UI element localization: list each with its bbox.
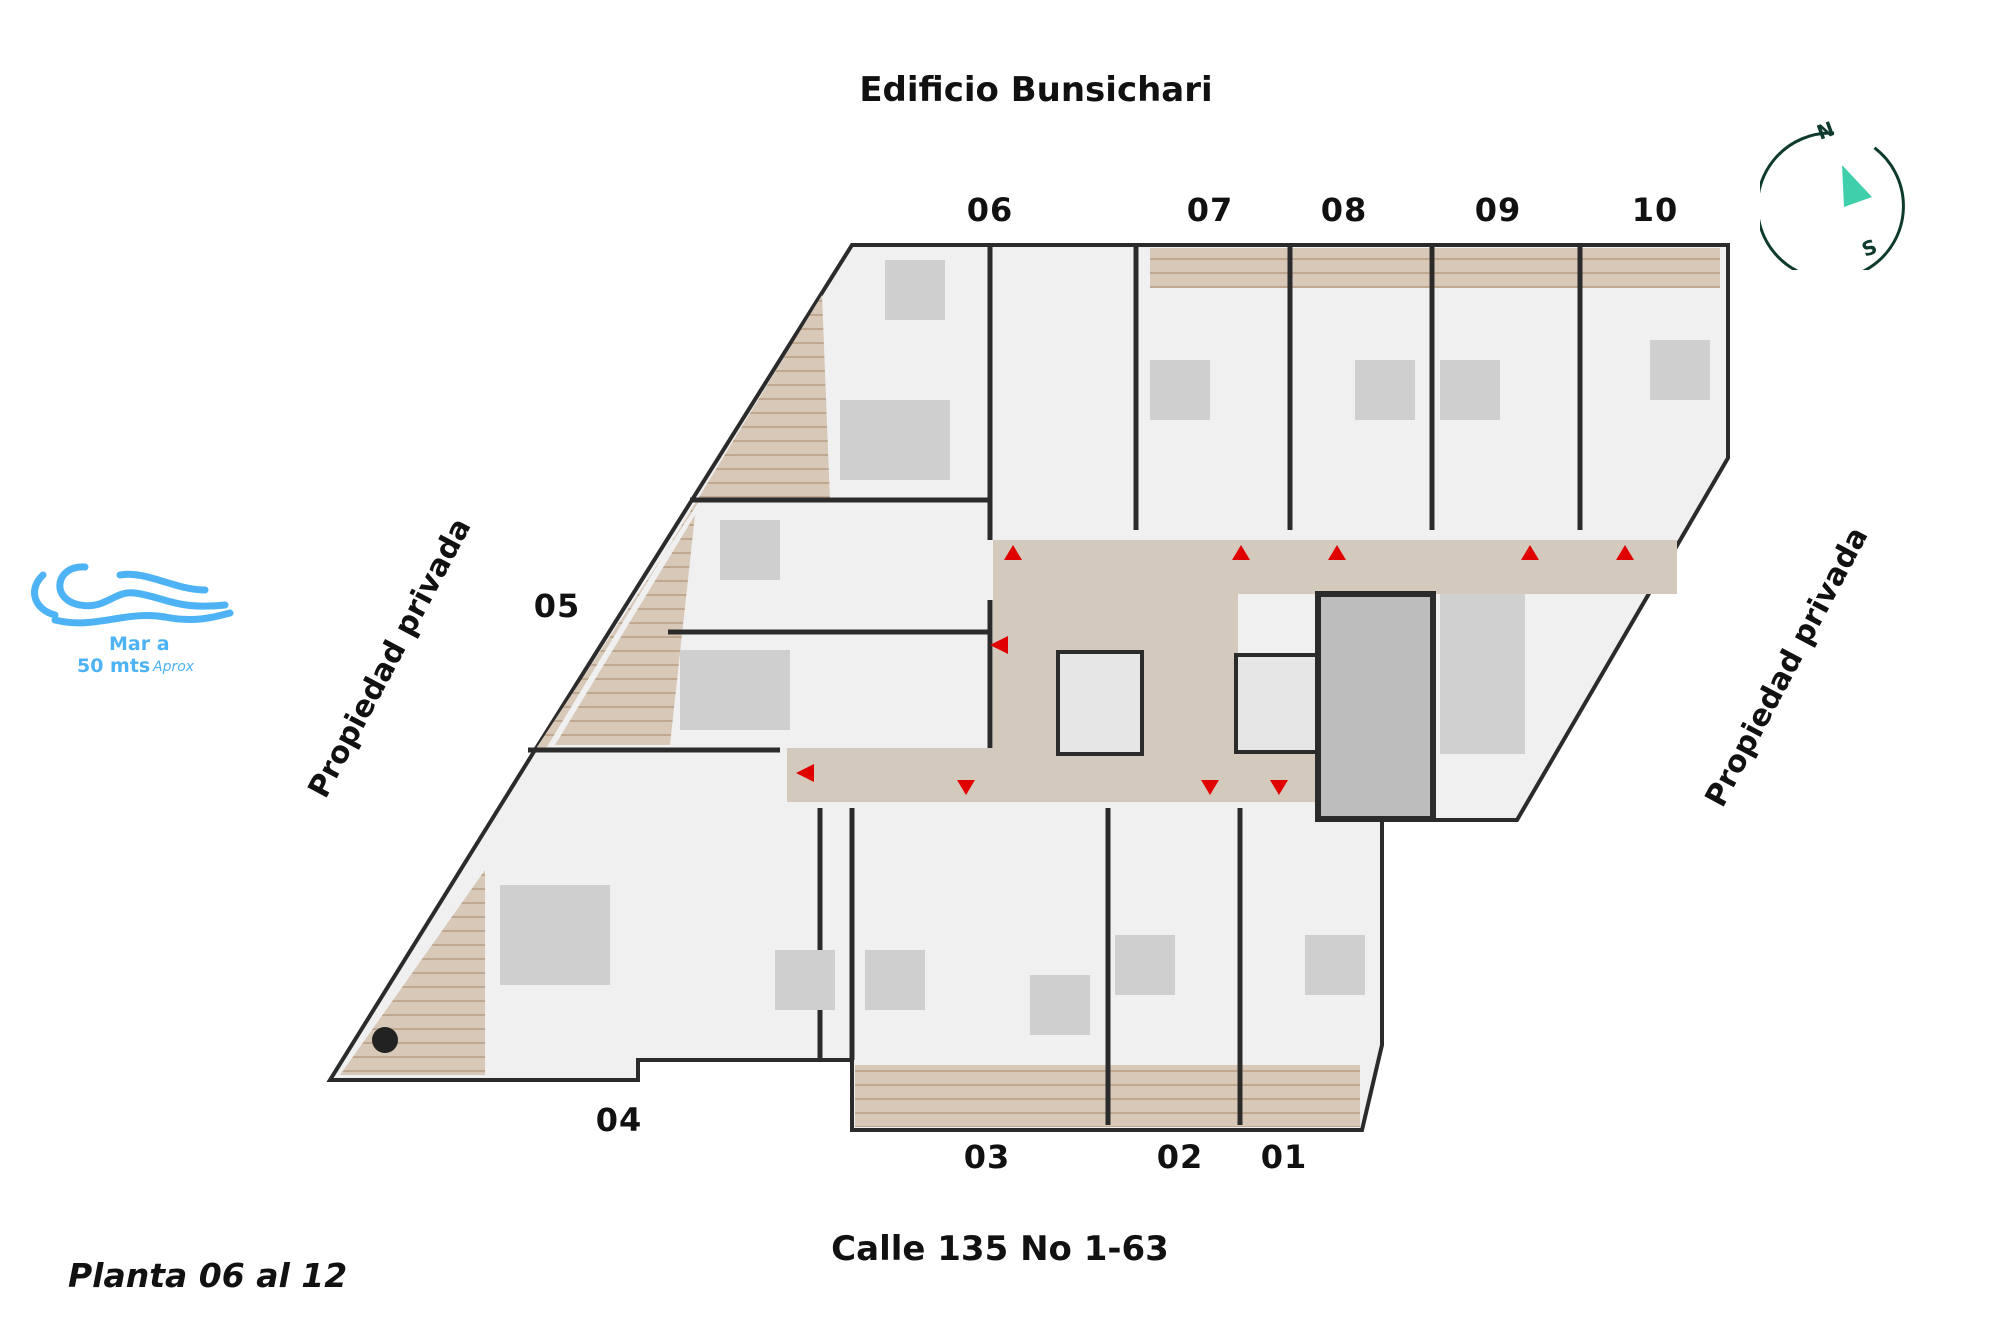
sea-approx: Aprox xyxy=(153,659,195,675)
tree xyxy=(372,1027,398,1053)
terrace-top xyxy=(1150,248,1720,288)
unit-label-06: 06 xyxy=(966,191,1014,229)
compass-north: N xyxy=(1814,116,1838,144)
unit-label-03: 03 xyxy=(963,1138,1011,1176)
entry-markers xyxy=(796,545,1634,795)
room-furniture xyxy=(500,260,1710,1035)
unit-label-10: 10 xyxy=(1631,191,1679,229)
terrace-05 xyxy=(555,515,695,745)
elevator xyxy=(1056,650,1144,756)
unit-label-09: 09 xyxy=(1474,191,1522,229)
unit-label-01: 01 xyxy=(1260,1138,1308,1176)
unit-label-04: 04 xyxy=(595,1101,643,1139)
unit-walls xyxy=(528,245,1583,1125)
terrace-06-05 xyxy=(535,295,830,750)
terrace-04 xyxy=(340,870,485,1075)
sea-line1: Mar a xyxy=(109,633,170,655)
unit-label-08: 08 xyxy=(1320,191,1368,229)
floor-label: Planta 06 al 12 xyxy=(68,1256,348,1295)
waves-icon xyxy=(31,563,234,627)
unit-label-02: 02 xyxy=(1156,1138,1204,1176)
unit-label-07: 07 xyxy=(1186,191,1234,229)
unit-label-05: 05 xyxy=(533,587,581,625)
sea-distance-note: Mar a 50 mts Aprox xyxy=(25,555,245,677)
stairs-2 xyxy=(1440,594,1525,754)
sea-line2: 50 mts xyxy=(77,655,151,677)
building-title: Edificio Bunsichari xyxy=(859,70,1213,110)
elevator xyxy=(1234,653,1320,754)
compass-icon: N S xyxy=(1760,116,1905,270)
compass-south: S xyxy=(1859,234,1881,261)
street-address: Calle 135 No 1-63 xyxy=(831,1229,1169,1269)
stairs xyxy=(1315,591,1436,822)
